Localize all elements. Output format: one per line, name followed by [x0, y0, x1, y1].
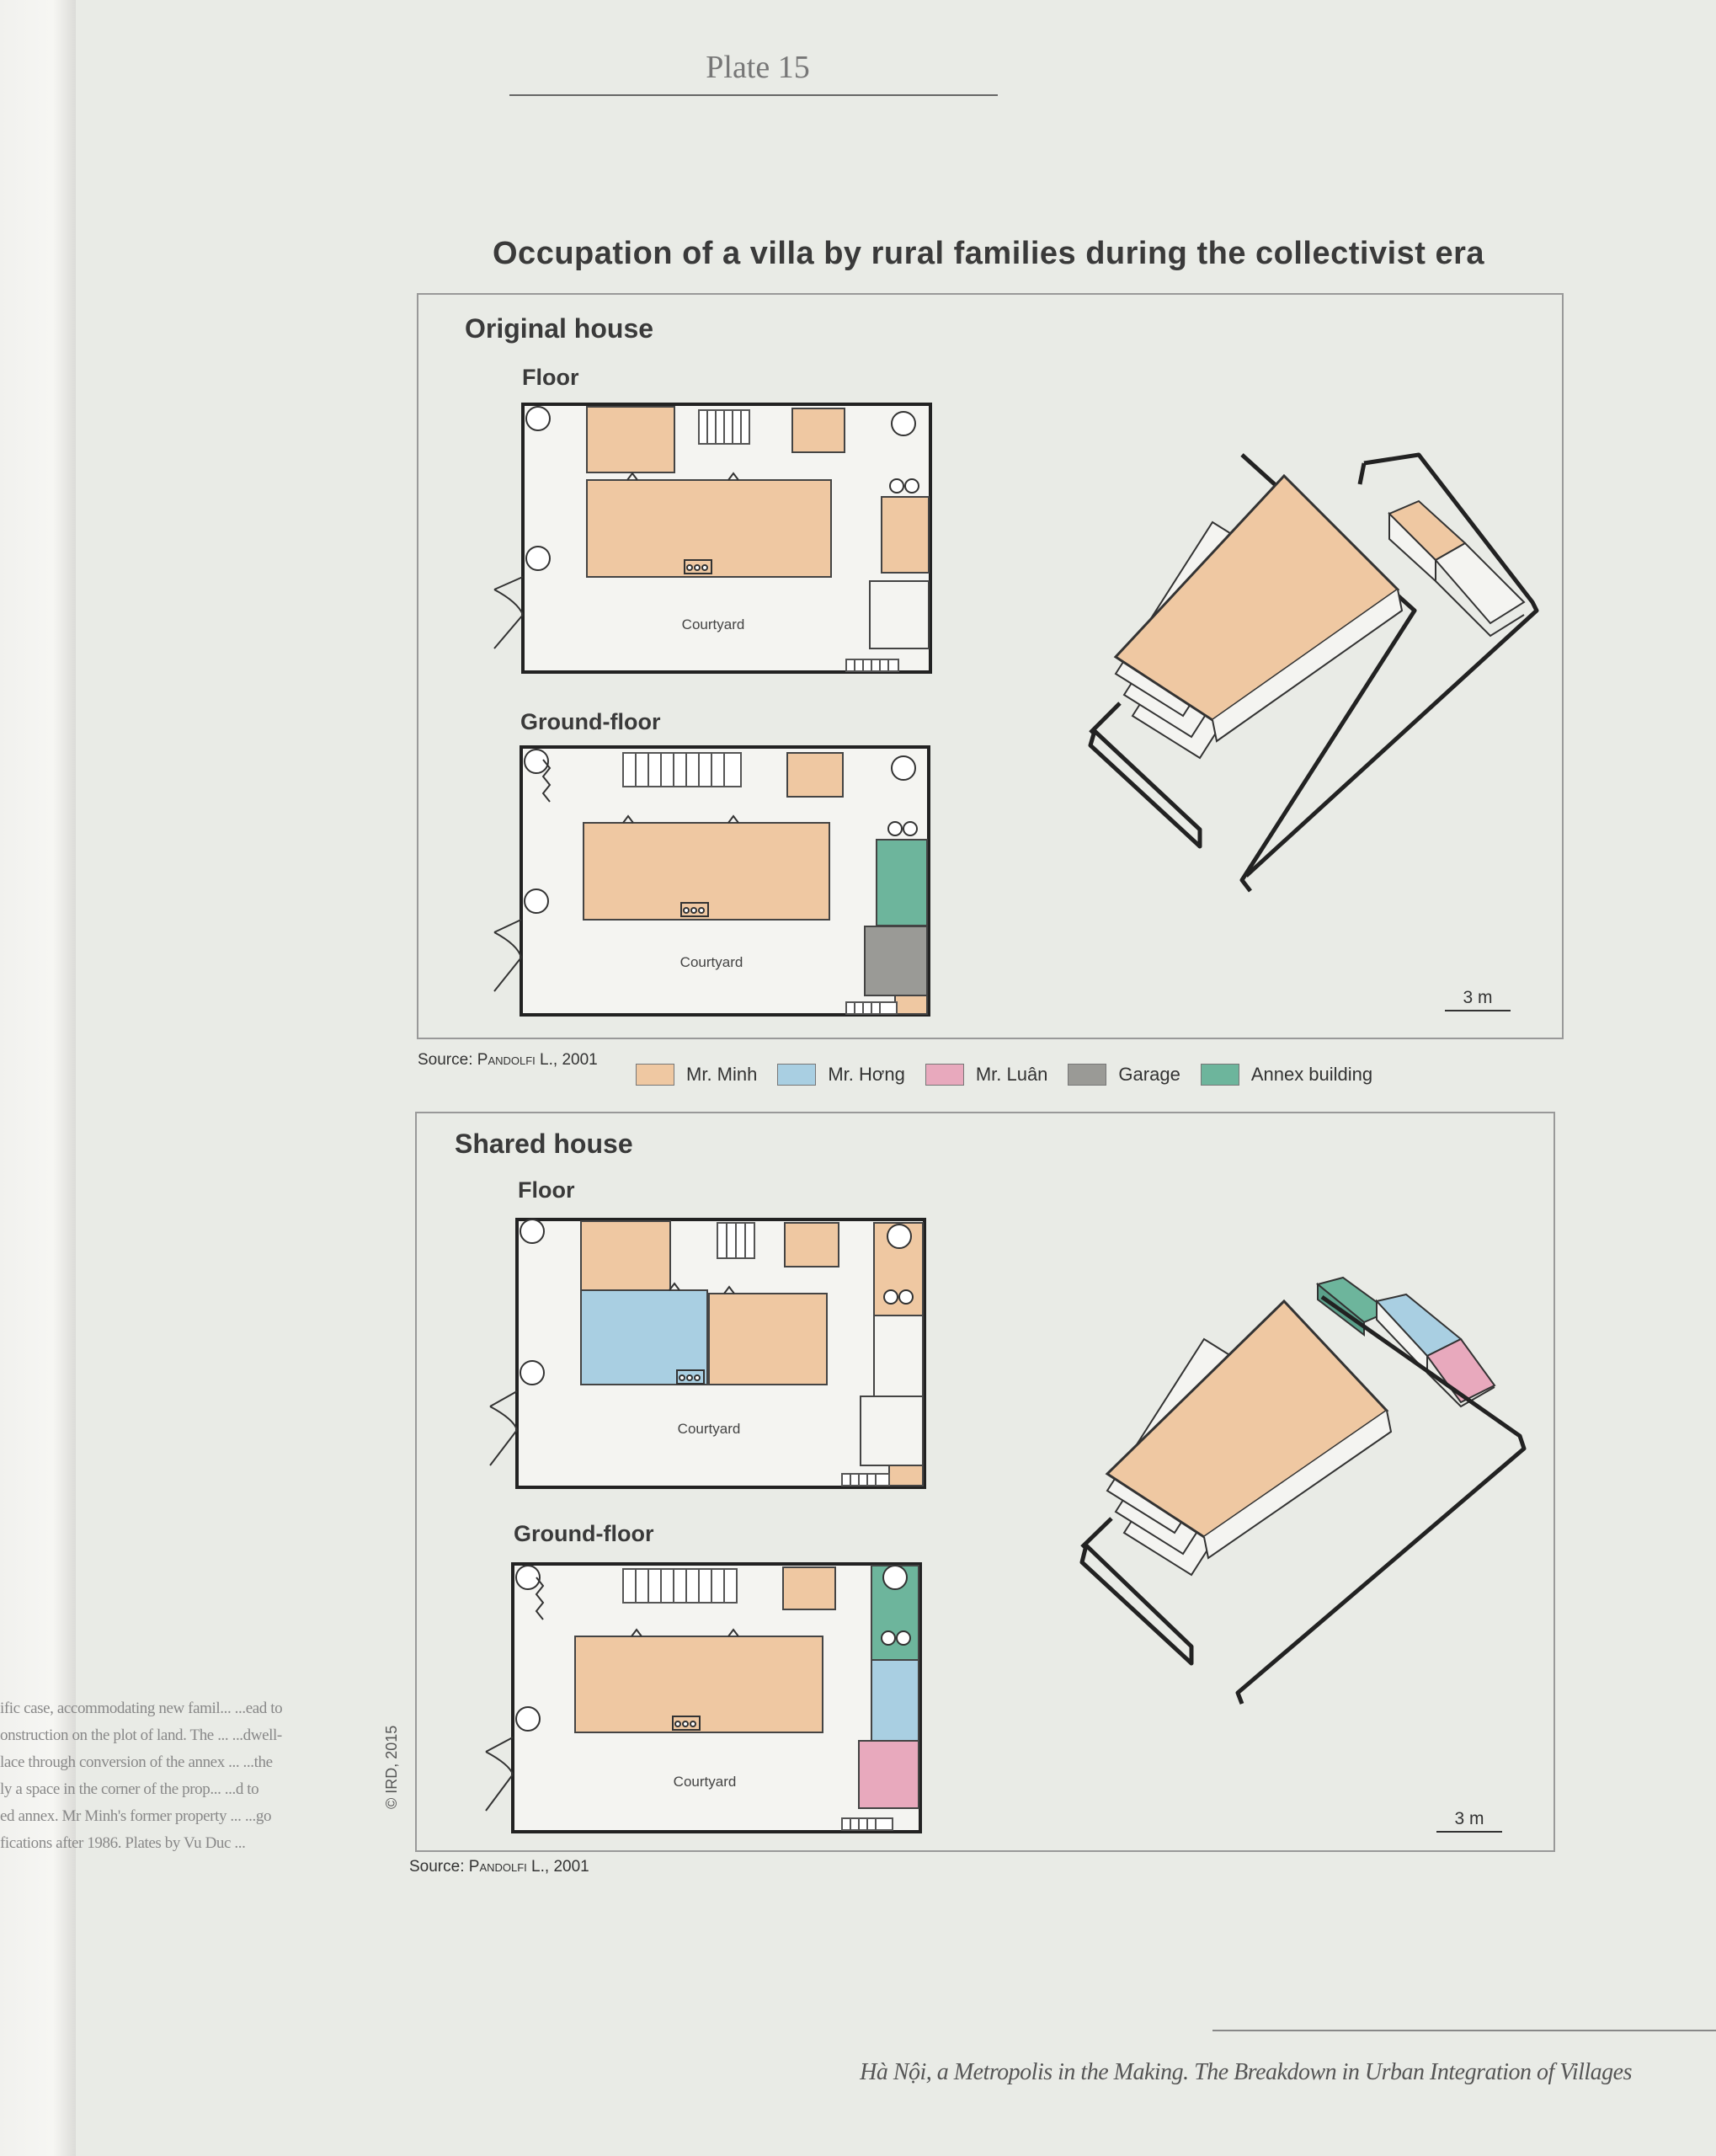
shared-ground-plan: Courtyard — [485, 1562, 922, 1833]
legend-label: Mr. Luân — [975, 1064, 1048, 1085]
legend-label: Annex building — [1250, 1064, 1373, 1085]
original-scale-bar: 3 m — [1444, 988, 1511, 1011]
legend-item-annex: Annex building — [1200, 1064, 1373, 1086]
footer-rule — [1212, 2030, 1716, 2031]
original-scale-label: 3 m — [1463, 988, 1493, 1007]
original-ground-label: Ground-floor — [520, 709, 661, 734]
legend-label: Mr. Minh — [686, 1064, 758, 1085]
facing-page-line: fications after 1986. Plates by Vu Duc .… — [0, 1834, 246, 1852]
legend-label: Garage — [1118, 1064, 1180, 1085]
original-house-heading: Original house — [465, 313, 654, 344]
plate-label: Plate 15 — [706, 50, 810, 85]
shared-scale-label: 3 m — [1454, 1809, 1484, 1828]
legend-swatch — [1200, 1064, 1239, 1086]
legend-swatch — [1068, 1064, 1107, 1086]
shared-ground-label: Ground-floor — [514, 1521, 654, 1546]
original-floor-plan: Courtyard — [493, 403, 932, 674]
shared-source-author: Pandolfi L. — [468, 1858, 545, 1876]
shared-floor-label: Floor — [518, 1177, 575, 1203]
running-footer: Hà Nội, a Metropolis in the Making. The … — [860, 2059, 1632, 2085]
legend-swatch — [925, 1064, 964, 1086]
shared-source-prefix: Source: — [409, 1858, 469, 1876]
figure-title: Occupation of a villa by rural families … — [493, 236, 1485, 271]
shared-source-year: , 2001 — [544, 1858, 589, 1876]
original-house-panel — [417, 293, 1564, 1039]
facing-page-line: ed annex. Mr Minh's former property ... … — [0, 1807, 272, 1825]
copyright-note: © IRD, 2015 — [383, 1725, 400, 1809]
facing-page-line: ly a space in the corner of the prop... … — [0, 1780, 259, 1798]
facing-page-text: ific case, accommodating new famil... ..… — [0, 1695, 333, 1857]
legend-swatch — [777, 1064, 817, 1086]
legend-label: Mr. Hơng — [828, 1064, 905, 1085]
original-floor-label: Floor — [522, 365, 579, 390]
shared-house-panel — [415, 1112, 1555, 1852]
original-source-author: Pandolfi L. — [477, 1051, 553, 1069]
legend-swatch — [636, 1064, 674, 1086]
original-source-prefix: Source: — [418, 1051, 477, 1069]
original-isometric-view — [1088, 452, 1539, 893]
shared-house-heading: Shared house — [455, 1129, 633, 1159]
legend: Mr. Minh Mr. Hơng Mr. Luân Garage Annex … — [636, 1064, 1393, 1086]
svg-text:Courtyard: Courtyard — [680, 954, 743, 970]
legend-item-mr-hong: Mr. Hơng — [777, 1064, 905, 1086]
facing-page-line: onstruction on the plot of land. The ...… — [0, 1726, 282, 1744]
original-source-year: , 2001 — [552, 1051, 598, 1069]
legend-item-mr-minh: Mr. Minh — [636, 1064, 757, 1086]
facing-page-line: ific case, accommodating new famil... ..… — [0, 1700, 283, 1717]
shared-floor-plan: Courtyard — [489, 1218, 926, 1489]
shared-scale-bar: 3 m — [1436, 1809, 1503, 1833]
svg-text:Courtyard: Courtyard — [674, 1774, 737, 1790]
svg-text:Courtyard: Courtyard — [678, 1421, 741, 1437]
original-source-note: Source: Pandolfi L., 2001 — [418, 1051, 598, 1070]
svg-text:Courtyard: Courtyard — [682, 616, 745, 632]
facing-page-line: lace through conversion of the annex ...… — [0, 1753, 273, 1771]
legend-item-mr-luan: Mr. Luân — [925, 1064, 1048, 1086]
original-ground-plan: Courtyard — [493, 745, 930, 1017]
facing-page-edge — [0, 0, 76, 2156]
shared-source-note: Source: Pandolfi L., 2001 — [409, 1858, 589, 1876]
legend-item-garage: Garage — [1068, 1064, 1180, 1086]
shared-isometric-view — [1079, 1276, 1527, 1705]
plate-rule — [509, 94, 998, 96]
